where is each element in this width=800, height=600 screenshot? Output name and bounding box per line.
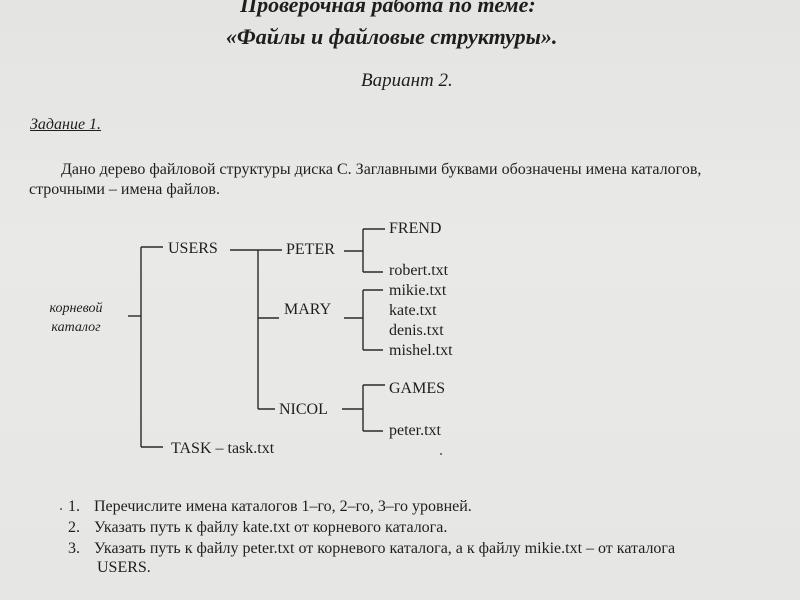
node-mary: MARY <box>284 301 332 318</box>
node-peter: PETER <box>286 241 335 258</box>
question-2: 2. Указать путь к файлу kate.txt от корн… <box>68 519 447 537</box>
question-number: 1. <box>68 498 80 515</box>
question-text: Указать путь к файлу peter.txt от корнев… <box>94 540 676 557</box>
node-users: USERS <box>168 240 218 257</box>
file-mikie: mikie.txt <box>389 282 447 299</box>
question-text: Указать путь к файлу kate.txt от корнево… <box>94 519 448 536</box>
question-number: 2. <box>68 519 80 536</box>
question-number: 3. <box>68 540 80 557</box>
root-label-line-2: каталог <box>51 320 101 335</box>
task-text-line-1: Дано дерево файловой структуры диска С. … <box>61 161 702 178</box>
node-nicol: NICOL <box>279 401 328 418</box>
file-denis: denis.txt <box>389 322 444 339</box>
task-text-line-2: строчными – имена файлов. <box>29 181 220 198</box>
question-text: Перечислите имена каталогов 1–го, 2–го, … <box>94 498 472 515</box>
root-label-line-1: корневой <box>49 301 103 316</box>
node-games: GAMES <box>389 380 446 397</box>
file-robert: robert.txt <box>389 262 449 279</box>
question-3: 3. Указать путь к файлу peter.txt от кор… <box>68 540 675 558</box>
question-1: 1. Перечислите имена каталогов 1–го, 2–г… <box>68 498 472 516</box>
title-line-1: Проверочная работа по теме: <box>240 0 536 17</box>
file-kate: kate.txt <box>389 302 437 319</box>
file-peter: peter.txt <box>389 422 441 439</box>
node-task: TASK – task.txt <box>171 440 275 457</box>
stray-dot <box>440 453 442 455</box>
task-label: Задание 1. <box>30 116 102 133</box>
title-line-2: «Файлы и файловые структуры». <box>226 24 558 49</box>
node-frend: FREND <box>389 220 442 237</box>
file-mishel: mishel.txt <box>389 342 453 359</box>
question-3-continuation: USERS. <box>97 559 151 576</box>
variant-label: Вариант 2. <box>361 70 453 91</box>
stray-dot <box>60 508 62 510</box>
